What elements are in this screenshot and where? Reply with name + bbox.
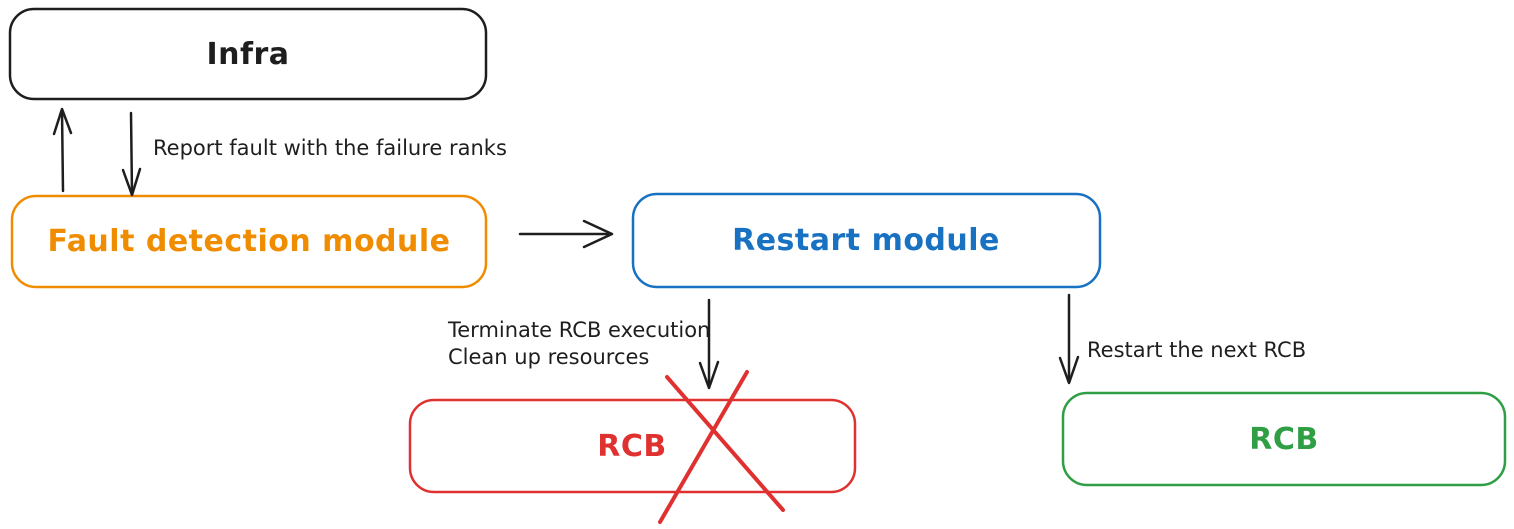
- edge-label-report-fault: Report fault with the failure ranks: [153, 136, 507, 160]
- arrow-up-head-icon: [52, 107, 73, 136]
- node-infra-label: Infra: [206, 37, 289, 72]
- node-infra-box: [8, 7, 488, 101]
- edge-label-restart-next: Restart the next RCB: [1087, 338, 1306, 362]
- node-rcb-terminated: RCB: [408, 398, 857, 494]
- edge-label-terminate-line-2: Clean up resources: [448, 345, 649, 369]
- arrow-restart-to-rcb-terminated: [698, 298, 720, 390]
- node-infra: Infra: [8, 7, 488, 101]
- arrow-right-head-icon: [582, 219, 614, 249]
- node-rcb-next-label: RCB: [1249, 422, 1318, 457]
- node-restart-module-box: [631, 192, 1102, 289]
- arrow-infra-to-fault-shaft: [129, 111, 134, 196]
- node-rcb-terminated-box: [408, 398, 857, 494]
- arrow-infra-to-fault: [121, 111, 142, 197]
- arrow-down-head-icon: [1058, 355, 1080, 385]
- arrow-restart-to-rcb-next: [1058, 293, 1080, 385]
- node-fault-detection-module-box: [10, 194, 488, 289]
- cross-out-stroke-1: [665, 375, 785, 512]
- node-fault-detection-module-label: Fault detection module: [47, 224, 450, 259]
- edge-label-terminate-line-1: Terminate RCB execution: [447, 318, 710, 342]
- node-restart-module-label: Restart module: [732, 223, 1000, 258]
- node-rcb-next: RCB: [1061, 391, 1507, 487]
- arrow-down-head-icon: [121, 167, 142, 197]
- cross-out-stroke-2: [658, 370, 749, 524]
- node-fault-detection-module: Fault detection module: [10, 194, 488, 289]
- node-rcb-next-box: [1061, 391, 1507, 487]
- cross-out-icon: [658, 370, 785, 524]
- arrow-fault-to-restart: [518, 219, 614, 249]
- edges: [52, 107, 1080, 390]
- arrow-down-head-icon: [698, 360, 720, 390]
- arrow-fault-to-infra-shaft: [60, 109, 65, 193]
- node-rcb-terminated-label: RCB: [597, 429, 666, 464]
- node-restart-module: Restart module: [631, 192, 1102, 289]
- edge-labels: Report fault with the failure ranks Term…: [153, 136, 1306, 369]
- arrow-fault-to-infra: [52, 107, 73, 193]
